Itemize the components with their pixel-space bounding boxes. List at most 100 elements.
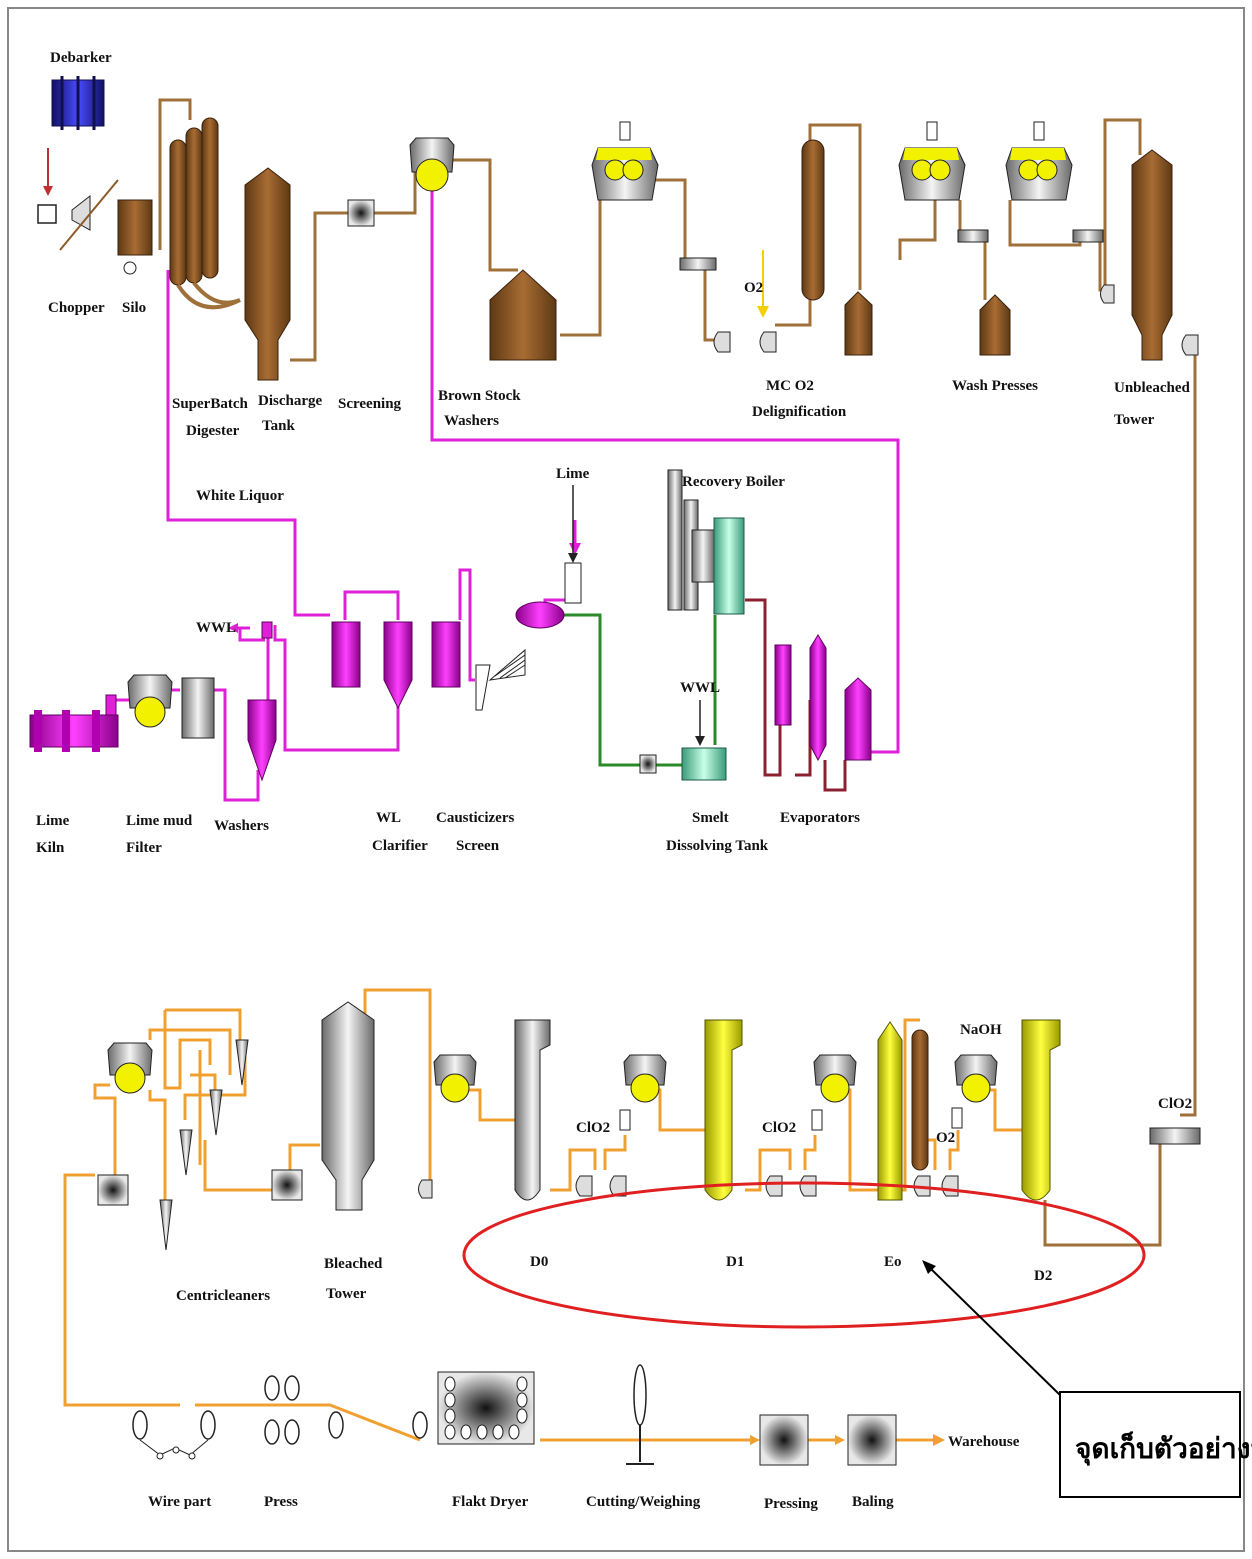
label-d2: D2 [1034, 1268, 1052, 1284]
label-bleached-2: Tower [326, 1286, 367, 1302]
eo-tower-icon [878, 1022, 928, 1200]
label-centricleaners: Centricleaners [176, 1288, 270, 1304]
label-screening: Screening [338, 396, 402, 412]
lime-kiln-icon [30, 710, 118, 752]
recovery-boiler-icon [668, 470, 744, 614]
brown-stock-washer-icon [410, 138, 454, 191]
clo2-b-injector [812, 1110, 822, 1130]
d1-mixers [766, 1176, 816, 1196]
label-naoh: NaOH [960, 1022, 1002, 1038]
label-clo2-c: ClO2 [1158, 1096, 1192, 1112]
lime-mud-filter-icon [128, 675, 172, 727]
label-chopper: Chopper [48, 300, 105, 316]
bleached-tower-icon [322, 1002, 374, 1210]
pump-d0-icon [419, 1180, 433, 1198]
label-smelt-2: Dissolving Tank [666, 838, 769, 854]
label-discharge-1: Discharge [258, 393, 322, 409]
label-wire-part: Wire part [148, 1494, 211, 1510]
baling-icon [848, 1415, 896, 1465]
label-superbatch-1: SuperBatch [172, 396, 249, 412]
blow-tank-icon [845, 292, 872, 355]
label-brown-stock-2: Washers [444, 413, 499, 429]
label-cutting: Cutting/Weighing [586, 1494, 701, 1510]
label-wwl-left: WWL [196, 620, 236, 636]
small-tank-3 [1073, 230, 1103, 242]
label-lime-kiln-2: Kiln [36, 840, 65, 856]
label-washers: Washers [214, 818, 269, 834]
debarker-icon [52, 76, 104, 130]
flakt-dryer-icon [413, 1372, 534, 1444]
pump-icon [714, 332, 776, 352]
label-unbleached-2: Tower [1114, 412, 1155, 428]
screen-icon [476, 650, 525, 710]
label-o2-mid: O2 [936, 1130, 955, 1146]
label-mc-o2-2: Delignification [752, 404, 847, 420]
label-clo2-a: ClO2 [576, 1120, 610, 1136]
d1-tower-icon [705, 1020, 742, 1200]
small-tank-2 [958, 230, 988, 242]
unbleached-tower-icon [1101, 150, 1199, 360]
label-discharge-2: Tank [262, 418, 295, 434]
label-lime-kiln-1: Lime [36, 813, 70, 829]
wash-press-tank-icon [980, 295, 1010, 355]
label-d0: D0 [530, 1254, 548, 1270]
bleach-washer-1-icon [108, 1043, 152, 1093]
screening-icon [348, 200, 374, 226]
label-silo: Silo [122, 300, 146, 316]
slaker-icon [516, 563, 581, 628]
press-icon [265, 1376, 343, 1444]
clo2-a-injector [620, 1110, 630, 1130]
wl-clarifier-icon [384, 622, 412, 708]
label-white-liquor: White Liquor [196, 488, 284, 504]
brown-stock-tank-icon [490, 270, 556, 360]
causticizer-2-icon [432, 622, 460, 687]
o2-injector [952, 1108, 962, 1128]
label-lime-mud-2: Filter [126, 840, 162, 856]
cutting-weighing-icon [626, 1365, 654, 1464]
label-warehouse: Warehouse [948, 1434, 1020, 1450]
label-recovery-boiler: Recovery Boiler [682, 474, 785, 490]
label-unbleached-1: Unbleached [1114, 380, 1191, 396]
smelt-dissolving-tank-icon [640, 748, 726, 780]
black-liquor-pipes [745, 600, 845, 790]
mud-tank-icon [182, 678, 214, 738]
wash-press-3-icon [1006, 122, 1072, 200]
evaporators-icon [775, 635, 871, 760]
label-wwl-right: WWL [680, 680, 720, 696]
wire-part-icon [133, 1411, 215, 1459]
d2-tower-icon [1022, 1020, 1060, 1200]
feed-arrow [43, 148, 53, 196]
label-smelt-1: Smelt [692, 810, 729, 826]
mc-o2-reactor-icon [802, 140, 824, 300]
label-wash-presses: Wash Presses [952, 378, 1038, 394]
causticizer-1-icon [332, 622, 360, 687]
bleach-screen-2 [272, 1170, 302, 1200]
silo-icon [118, 200, 152, 274]
clo2-tank-icon [1150, 1128, 1200, 1144]
d0-washer-icon [434, 1055, 476, 1102]
label-wl-clarifier-1: WL [376, 810, 401, 826]
label-evaporators: Evaporators [780, 810, 860, 826]
callout-text: จุดเก็บตัวอย่างน้ำ [1075, 1427, 1252, 1466]
d0-mixers [576, 1176, 626, 1196]
label-lime-top: Lime [556, 466, 590, 482]
wash-press-1-icon [592, 122, 658, 200]
label-wl-clarifier-2: Clarifier [372, 838, 428, 854]
label-brown-stock-1: Brown Stock [438, 388, 521, 404]
label-causticizers-1: Causticizers [436, 810, 514, 826]
superbatch-digester-icon [170, 118, 240, 307]
small-mud-pump [106, 695, 116, 715]
label-o2-in: O2 [744, 280, 763, 296]
sampling-highlight-ellipse [464, 1183, 1144, 1327]
label-d1: D1 [726, 1254, 744, 1270]
label-causticizers-2: Screen [456, 838, 500, 854]
d2-washer-icon [955, 1055, 997, 1102]
label-press: Press [264, 1494, 298, 1510]
discharge-tank-icon [245, 168, 290, 380]
bleach-screen-1 [98, 1175, 128, 1205]
pressing-icon [760, 1415, 808, 1465]
label-eo: Eo [884, 1254, 902, 1270]
label-debarker: Debarker [50, 50, 112, 66]
